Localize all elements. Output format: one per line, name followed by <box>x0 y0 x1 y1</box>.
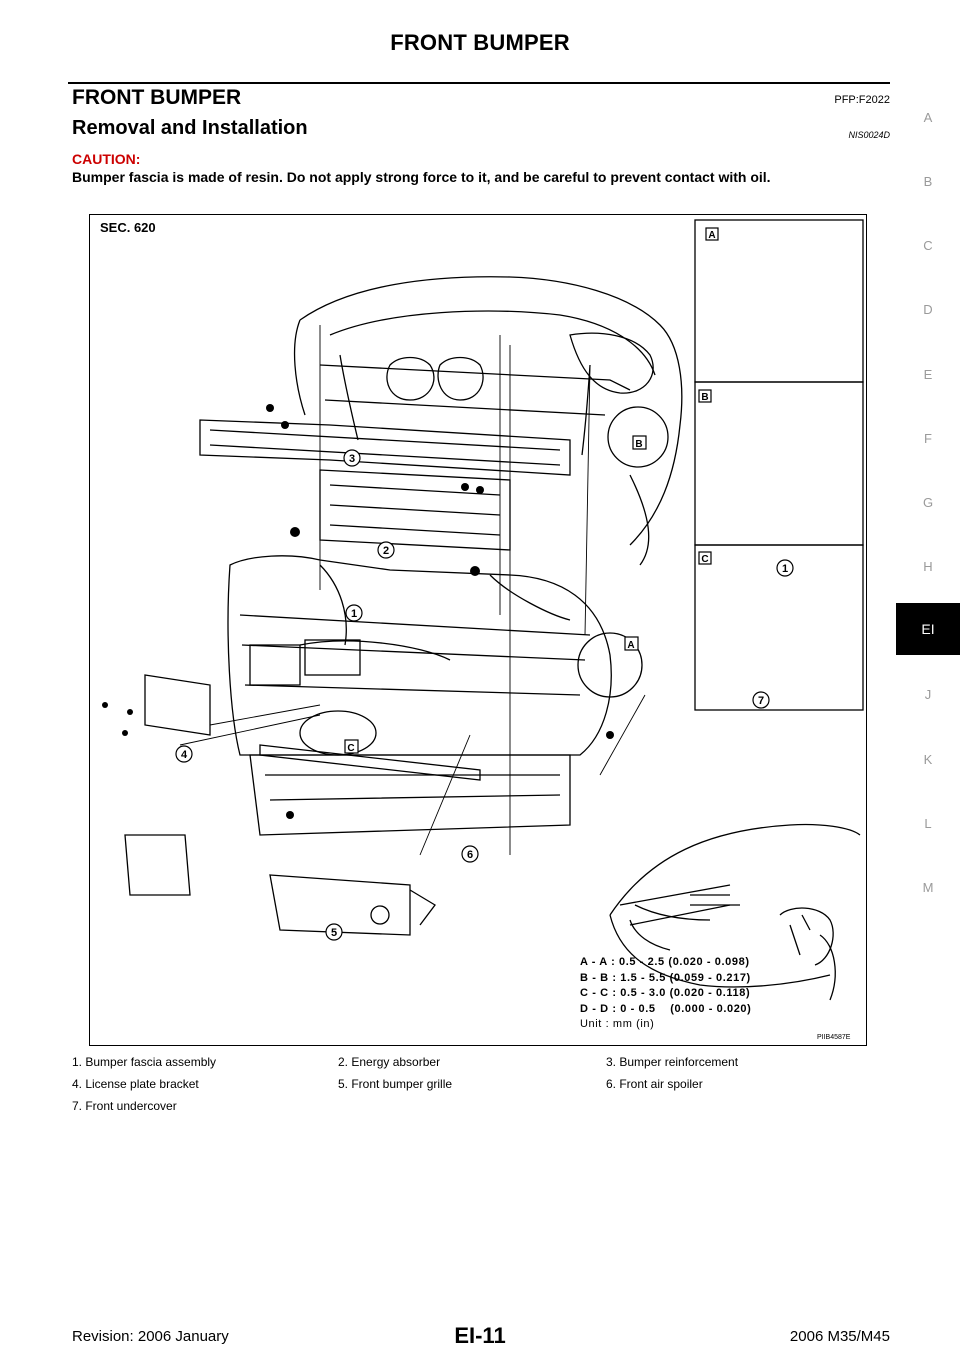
side-tab-g[interactable]: G <box>922 495 934 510</box>
side-tab-b[interactable]: B <box>923 174 933 189</box>
side-tab-c[interactable]: C <box>923 238 933 253</box>
side-tab-l[interactable]: L <box>924 816 932 831</box>
bumper-exploded-drawing: 1 2 3 4 5 6 7 1 A B C A C B <box>102 219 864 1001</box>
side-tab-e[interactable]: E <box>923 367 933 382</box>
callout-label-b: B <box>635 439 642 450</box>
callout-6: 6 <box>467 849 473 861</box>
clearance-spec-d: D - D : 0 - 0.5 (0.000 - 0.020) <box>580 1002 752 1015</box>
legend-item: 4. License plate bracket <box>72 1077 199 1091</box>
legend-item: 3. Bumper reinforcement <box>606 1055 739 1069</box>
section-title: FRONT BUMPER <box>72 86 242 109</box>
footer-page-number: EI-11 <box>454 1323 506 1348</box>
detail-panel-b <box>694 381 864 546</box>
side-tab-h[interactable]: H <box>923 559 933 574</box>
detail-label-c: C <box>701 554 708 565</box>
detail-label-b: B <box>701 392 708 403</box>
legend-item: 6. Front air spoiler <box>606 1077 703 1091</box>
sec-label: SEC. 620 <box>100 220 156 235</box>
callout-5: 5 <box>331 927 337 939</box>
callout-label-c: C <box>347 743 354 754</box>
footer-revision: Revision: 2006 January <box>72 1328 229 1345</box>
header-rule <box>68 82 890 84</box>
clearance-spec-c: C - C : 0.5 - 3.0 (0.020 - 0.118) <box>580 987 751 999</box>
clearance-spec-b: B - B : 1.5 - 5.5 (0.059 - 0.217) <box>580 971 751 984</box>
side-tab-k[interactable]: K <box>923 752 933 767</box>
callout-2: 2 <box>383 545 389 557</box>
callout-3: 3 <box>349 453 355 465</box>
side-tab-d[interactable]: D <box>923 302 933 317</box>
side-tab-a[interactable]: A <box>923 110 933 125</box>
caution-label: CAUTION: <box>72 151 141 167</box>
footer-model: 2006 M35/M45 <box>789 1328 890 1345</box>
exploded-view-figure <box>89 214 867 1046</box>
detail-panel-a <box>694 219 864 383</box>
running-title: FRONT BUMPER <box>390 30 570 55</box>
clearance-spec-list: A - A : 0.5 - 2.5 (0.020 - 0.098) B - B … <box>580 955 751 1033</box>
callout-1: 1 <box>351 608 357 620</box>
detail-label-a: A <box>708 230 715 241</box>
side-tab-f[interactable]: F <box>924 431 932 446</box>
side-tab-j[interactable]: J <box>924 687 932 702</box>
callout-7: 7 <box>758 695 764 707</box>
detail-panel-c <box>694 544 864 711</box>
unit-note: Unit : mm (in) <box>580 1018 655 1030</box>
figure-code: PIIB4587E <box>817 1034 851 1041</box>
subsection-code: NIS0024D <box>848 130 890 140</box>
clearance-spec-a: A - A : 0.5 - 2.5 (0.020 - 0.098) <box>580 956 750 968</box>
legend-item: 5. Front bumper grille <box>338 1077 453 1091</box>
legend-item: 1. Bumper fascia assembly <box>72 1055 217 1069</box>
side-tab-ei[interactable]: EI <box>896 603 960 655</box>
legend-item: 2. Energy absorber <box>338 1055 441 1069</box>
callout-1-detail: 1 <box>782 563 788 575</box>
subsection-title: Removal and Installation <box>72 117 308 139</box>
legend-item: 7. Front undercover <box>72 1099 177 1113</box>
callout-label-a: A <box>627 640 634 651</box>
callout-4: 4 <box>181 749 188 761</box>
section-code: PFP:F2022 <box>834 94 890 106</box>
caution-text: Bumper fascia is made of resin. Do not a… <box>72 169 771 185</box>
side-tab-m[interactable]: M <box>922 880 934 895</box>
